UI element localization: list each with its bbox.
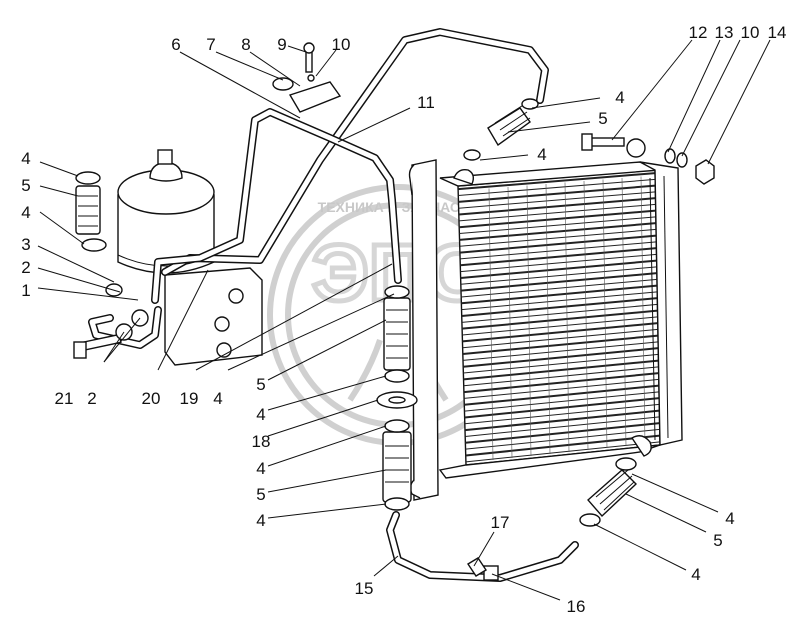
radiator-fin-row xyxy=(461,284,658,305)
radiator-fin-row xyxy=(462,334,659,356)
callout-15: 15 xyxy=(355,579,374,598)
radiator-fin-row xyxy=(458,184,656,203)
leader-lines xyxy=(37,39,771,601)
callout-4-mid-b: 4 xyxy=(256,405,265,424)
radiator-fin-row xyxy=(458,197,656,216)
radiator-fin-row xyxy=(465,434,660,457)
radiator-fin-row xyxy=(462,316,658,336)
radiator-fins xyxy=(458,172,660,463)
callout-labels: 6 7 8 9 10 11 12 13 10 14 4 5 4 4 5 4 3 … xyxy=(21,23,786,616)
radiator-fin-row xyxy=(465,416,660,437)
radiator-fin-row xyxy=(463,359,659,381)
callout-18: 18 xyxy=(252,432,271,451)
hardware xyxy=(73,42,715,581)
callout-7: 7 xyxy=(206,35,215,54)
radiator-fin-row xyxy=(459,222,657,241)
callout-16: 16 xyxy=(567,597,586,616)
callout-5-top-hose: 5 xyxy=(598,109,607,128)
callout-13: 13 xyxy=(715,23,734,42)
callout-5-mid-a: 5 xyxy=(256,375,265,394)
callout-5-bottom-right: 5 xyxy=(713,531,722,550)
radiator-fin-column xyxy=(564,182,570,453)
radiator-fin-row xyxy=(464,391,660,412)
radiator-fin-column xyxy=(602,179,608,449)
callout-1: 1 xyxy=(21,281,30,300)
callout-5-left: 5 xyxy=(21,176,30,195)
radiator-fin-row xyxy=(464,409,660,432)
radiator-fin-row xyxy=(463,347,659,368)
radiator-fin-row xyxy=(458,203,656,222)
callout-4-top-hose: 4 xyxy=(615,88,624,107)
radiator-fin-row xyxy=(464,384,660,406)
callout-4-left-top: 4 xyxy=(21,149,30,168)
radiator-fin-row xyxy=(460,259,657,279)
callout-4-bottom-right-a: 4 xyxy=(725,509,734,528)
radiator-fin-row xyxy=(463,372,659,394)
radiator-fin-row xyxy=(465,428,660,450)
radiator-fin-row xyxy=(464,378,659,399)
radiator-fin-row xyxy=(463,353,659,374)
radiator-fin-column xyxy=(545,183,551,455)
radiator-fin-column xyxy=(583,180,589,451)
callout-2-lower: 2 xyxy=(87,389,96,408)
callout-10: 10 xyxy=(332,35,351,54)
radiator-fin-column xyxy=(488,188,494,461)
radiator-fin-row xyxy=(460,253,657,273)
callout-17: 17 xyxy=(491,513,510,532)
radiator-fin-row xyxy=(465,422,660,444)
radiator-fin-row xyxy=(460,272,657,292)
oil-filter xyxy=(117,149,215,274)
radiator-fin-row xyxy=(461,291,658,311)
radiator-fin-row xyxy=(464,397,660,419)
watermark-band-text: ТЕХНИКА И ЗАПЧАСТИ xyxy=(318,199,479,215)
callout-11: 11 xyxy=(417,93,435,112)
radiator-fin-row xyxy=(458,172,656,191)
radiator-fin-row xyxy=(461,303,658,323)
callout-8: 8 xyxy=(241,35,250,54)
radiator-fin-row xyxy=(461,297,658,317)
callout-10-right: 10 xyxy=(741,23,760,42)
radiator-fin-row xyxy=(464,403,660,425)
callout-14: 14 xyxy=(768,23,787,42)
radiator-fin-column xyxy=(640,176,646,445)
callout-4-left-bottom: 4 xyxy=(21,203,30,222)
radiator-fin-row xyxy=(459,234,657,254)
radiator-fin-row xyxy=(460,241,657,260)
callout-19: 19 xyxy=(180,389,199,408)
radiator-fin-column xyxy=(526,185,532,457)
callout-12: 12 xyxy=(689,23,708,42)
radiator-fin-row xyxy=(459,216,656,235)
radiator-fin-row xyxy=(463,366,659,387)
radiator-core xyxy=(408,159,683,501)
hoses xyxy=(75,98,638,527)
radiator-fin-row xyxy=(459,228,657,247)
radiator-fin-column xyxy=(507,186,513,459)
radiator-fin-row xyxy=(458,191,656,209)
radiator-fin-row xyxy=(462,322,658,343)
radiator-fin-row xyxy=(460,247,657,267)
callout-21: 21 xyxy=(55,389,74,408)
pipes xyxy=(88,28,579,582)
callout-20: 20 xyxy=(142,389,161,408)
radiator-fin-column xyxy=(621,177,627,447)
callout-6: 6 xyxy=(171,35,180,54)
callout-4-top-clamp: 4 xyxy=(537,145,546,164)
radiator-fin-row xyxy=(461,278,658,298)
callout-9: 9 xyxy=(277,35,286,54)
radiator-fin-row xyxy=(462,328,658,349)
callout-4-mid-a: 4 xyxy=(213,389,222,408)
mounting-bracket xyxy=(164,267,263,366)
callout-4-mid-d: 4 xyxy=(256,511,265,530)
radiator-fin-row xyxy=(465,441,660,463)
callout-4-mid-c: 4 xyxy=(256,459,265,478)
radiator-fin-row xyxy=(459,209,656,229)
callout-4-bottom-right-b: 4 xyxy=(691,565,700,584)
radiator-fin-row xyxy=(461,309,658,330)
radiator-fin-row xyxy=(460,266,657,285)
callout-2-upper: 2 xyxy=(21,258,30,277)
callout-3: 3 xyxy=(21,235,30,254)
radiator-fin-row xyxy=(462,341,659,361)
callout-5-mid-b: 5 xyxy=(256,485,265,504)
